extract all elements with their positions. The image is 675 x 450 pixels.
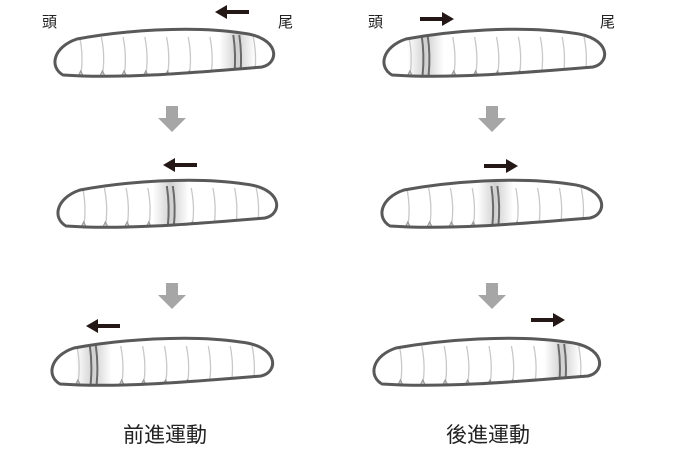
segment-line: [398, 345, 403, 385]
caption-forward: 前進運動: [123, 423, 207, 447]
segment-line: [515, 187, 519, 227]
wave-shade: [544, 338, 581, 386]
segment-line: [580, 187, 585, 227]
larva-outline: [56, 178, 279, 229]
proleg: [227, 378, 235, 386]
larva-outline: [380, 178, 604, 229]
segment-line: [421, 345, 425, 385]
caption-backward: 後進運動: [446, 423, 530, 447]
backward-column: 頭 尾 後進運動: [368, 12, 615, 447]
larva-outline: [372, 336, 602, 387]
proleg: [578, 220, 586, 228]
segment-line: [471, 187, 476, 227]
down-arrow-icon: [158, 283, 186, 309]
proleg: [581, 69, 589, 77]
larva-outline: [50, 336, 275, 387]
segment-line: [187, 36, 192, 76]
larva-forward-stage-1: [53, 27, 276, 78]
segment-line: [452, 36, 456, 76]
right-arrow-icon: [531, 313, 565, 327]
wave-line: [496, 185, 501, 227]
segment-line: [427, 187, 432, 227]
wave-line: [171, 185, 176, 227]
segment-line: [465, 345, 470, 385]
head-label-left: 頭: [42, 13, 57, 31]
proleg: [232, 220, 240, 228]
segment-line: [536, 187, 541, 227]
segment-line: [141, 345, 146, 385]
left-arrow-icon: [86, 319, 120, 333]
proleg: [576, 378, 584, 386]
tail-label-right: 尾: [600, 13, 615, 31]
down-arrow-icon: [158, 106, 186, 132]
segment-line: [165, 36, 170, 76]
larva-backward-stage-1: [382, 27, 607, 78]
segment-line: [406, 187, 410, 227]
segment-line: [100, 36, 105, 76]
segment-line: [473, 36, 478, 76]
proleg: [556, 220, 564, 228]
wave-line: [88, 343, 93, 385]
left-arrow-icon: [215, 5, 249, 19]
tail-label-left: 尾: [278, 13, 293, 31]
segment-line: [251, 345, 256, 385]
segment-line: [207, 345, 212, 385]
segment-line: [144, 36, 148, 76]
segment-line: [495, 36, 500, 76]
wave-shade: [477, 180, 514, 228]
wave-line: [490, 185, 495, 227]
right-arrow-icon: [484, 159, 518, 173]
right-arrow-icon: [420, 12, 454, 26]
segment-line: [488, 345, 492, 385]
proleg: [253, 220, 261, 228]
left-arrow-icon: [163, 158, 197, 172]
proleg: [559, 69, 567, 77]
segment-line: [510, 345, 515, 385]
segment-line: [533, 345, 537, 385]
segment-line: [255, 187, 260, 227]
larva-forward-stage-2: [56, 178, 279, 229]
segment-line: [79, 36, 83, 76]
wave-line: [426, 34, 431, 76]
larva-backward-stage-3: [372, 336, 602, 387]
segment-line: [185, 345, 190, 385]
segment-line: [443, 345, 448, 385]
segment-line: [147, 187, 151, 227]
larva-outline: [53, 27, 276, 78]
proleg: [249, 378, 257, 386]
wave-shade: [152, 180, 189, 228]
wave-line: [165, 185, 170, 227]
segment-line: [122, 36, 127, 76]
segment-line: [583, 36, 588, 76]
larva-backward-stage-2: [380, 178, 604, 229]
segment-line: [449, 187, 454, 227]
wave-line: [420, 34, 425, 76]
segment-line: [539, 36, 544, 76]
segment-line: [125, 187, 130, 227]
larva-outline: [382, 27, 607, 78]
forward-column: 頭 尾 前進運動: [42, 5, 293, 447]
segment-line: [209, 36, 213, 76]
proleg: [250, 69, 258, 77]
segment-line: [103, 187, 108, 227]
larva-forward-stage-3: [50, 336, 275, 387]
segment-line: [212, 187, 216, 227]
segment-line: [163, 345, 168, 385]
wave-line: [94, 343, 99, 385]
head-label-right: 頭: [368, 13, 383, 31]
segment-line: [82, 187, 86, 227]
down-arrow-icon: [478, 283, 506, 309]
segment-line: [120, 345, 124, 385]
down-arrow-icon: [478, 106, 506, 132]
wave-shade: [219, 29, 256, 77]
segment-line: [517, 36, 522, 76]
segment-line: [190, 187, 195, 227]
